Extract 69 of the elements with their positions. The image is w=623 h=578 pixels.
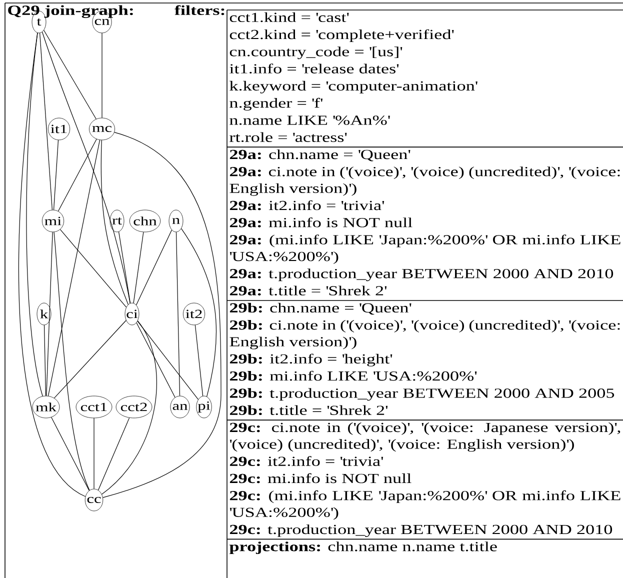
edge-line [54, 320, 126, 398]
edge-line [46, 232, 53, 396]
edge-line [54, 232, 90, 491]
filter-text: 29b: it2.info = 'height' [230, 354, 392, 366]
table-node: cct2 [116, 396, 152, 418]
filter-text: 29c: it2.info = 'trivia' [230, 456, 384, 466]
section-label: filters: [174, 5, 224, 16]
filter-text: 29a: t.title = 'Shrek 2' [230, 286, 387, 296]
edge-line [48, 140, 100, 396]
edge-line [137, 320, 198, 400]
table-node: it2 [182, 302, 206, 326]
edge-line [100, 140, 128, 305]
edge-line [136, 230, 172, 306]
filter-text: it1.info = 'release dates' [230, 64, 399, 74]
edge-line [42, 32, 130, 304]
table-node: pi [196, 396, 212, 418]
filter-text: cct2.kind = 'complete+verified' [230, 29, 454, 42]
filter-text: 29a: it2.info = 'trivia' [230, 200, 384, 210]
edge-line [181, 228, 217, 397]
table-node: n [168, 210, 184, 232]
table-node: an [170, 396, 190, 418]
filter-text: 29c: mi.info is NOT null [230, 473, 412, 484]
edge-line [40, 32, 53, 210]
filter-text: 29b: t.title = 'Shrek 2' [230, 405, 388, 416]
filter-text: 29b: t.production_year BETWEEN 2000 AND 2005 [230, 388, 614, 401]
edge-line [118, 232, 131, 304]
table-node: chn [129, 210, 161, 232]
filter-text: 29b: mi.info LIKE 'USA:%200%' [230, 370, 477, 381]
filter-text: k.keyword = 'computer-animation' [230, 80, 478, 94]
table-node: it1 [48, 118, 70, 140]
table-node: mc [89, 118, 115, 140]
table-node: rt [110, 210, 124, 232]
edge-line [53, 140, 59, 210]
table-node: mi [42, 210, 64, 232]
filter-text: 29a: chn.name = 'Queen' [230, 149, 410, 162]
filter-text: 29a: (mi.info LIKE 'Japan:%200%' OR mi.info LIKE 'USA:%200%') [230, 234, 620, 264]
edge-line [18, 32, 86, 497]
edge-line [26, 32, 43, 396]
table-node: k [36, 302, 52, 326]
table-node: mk [32, 396, 60, 418]
filter-text: 29a: mi.info is NOT null [230, 217, 412, 228]
filter-text: cct1.kind = 'cast' [230, 12, 349, 22]
edge-line [194, 324, 204, 396]
edge-line [44, 324, 46, 396]
edge-line [176, 232, 180, 396]
edge-line [60, 229, 127, 308]
filter-text: 29a: t.production_year BETWEEN 2000 AND 2010 [230, 268, 614, 282]
filter-text: n.name LIKE '%An%' [230, 116, 390, 125]
filter-text: 29c: (mi.info LIKE 'Japan:%200%' OR mi.info LIKE 'USA:%200%') [230, 490, 620, 520]
edge-line [102, 132, 222, 498]
projection-text: projections: chn.name n.name t.title [229, 542, 497, 554]
edge-line [98, 418, 130, 490]
edge-line [133, 232, 144, 304]
table-node: cct1 [76, 396, 112, 418]
table-node: cc [84, 488, 104, 512]
table-node: ci [124, 302, 140, 326]
filter-text: 29b: ci.note in ('(voice)', '(voice) (uncredited)', '(voice: English version)') [230, 320, 620, 350]
filter-text: n.gender = 'f' [230, 98, 323, 111]
edge-line [44, 30, 96, 120]
filter-text: 29c: ci.note in ('(voice)', '(voice: Japanese version)', '(voice) (uncredited)', '(voice: English version)') [230, 422, 620, 452]
filter-text: 29b: chn.name = 'Queen' [230, 302, 412, 315]
filter-text: 29a: ci.note in ('(voice)', '(voice) (uncredited)', '(voice: English version)') [230, 166, 620, 196]
filter-text: cn.country_code = '[us]' [230, 46, 402, 60]
filter-text: rt.role = 'actress' [230, 132, 347, 142]
edge-line [51, 417, 90, 491]
edge-line [58, 138, 97, 212]
filter-text: 29c: t.production_year BETWEEN 2000 AND 2010 [230, 524, 612, 537]
edge-line [136, 322, 176, 398]
edge-line [102, 320, 157, 495]
